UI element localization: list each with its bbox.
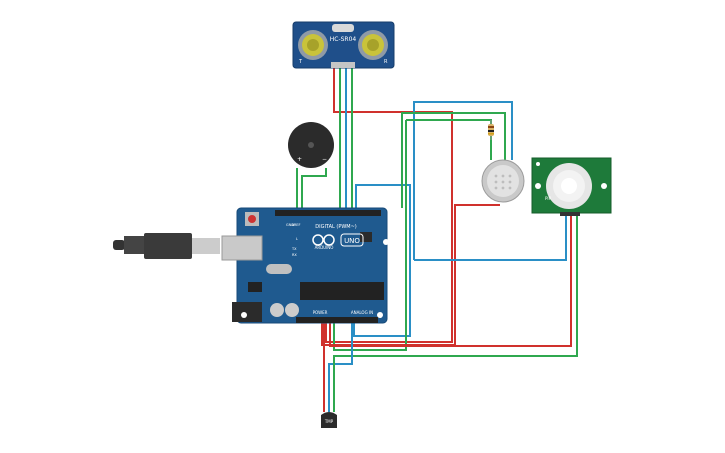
arduino-logo-text: ARDUINO bbox=[315, 245, 334, 250]
wire-ultrasonic-vcc bbox=[325, 68, 453, 343]
wire-pir-green bbox=[333, 215, 578, 360]
gas-sensor[interactable] bbox=[481, 159, 525, 203]
ultrasonic-model-label: HC-SR04 bbox=[330, 36, 357, 43]
ultrasonic-pin-r: R bbox=[384, 59, 388, 65]
buzzer-minus-label: − bbox=[322, 156, 327, 163]
wire-buzzer-minus bbox=[301, 168, 327, 208]
pir-label: PIR bbox=[545, 196, 552, 201]
resistor[interactable] bbox=[488, 120, 494, 140]
temperature-sensor[interactable]: TMP bbox=[321, 412, 337, 428]
buzzer-plus-label: + bbox=[297, 156, 302, 163]
arduino-power-header-label: POWER bbox=[313, 310, 328, 315]
wire-pir-red bbox=[329, 215, 572, 347]
arduino-led-rx-label: RX bbox=[292, 253, 297, 257]
arduino-digital-header-label: DIGITAL (PWM~) bbox=[315, 224, 357, 230]
wire-gas-green-b bbox=[406, 119, 492, 160]
wire-digital-blue bbox=[353, 184, 411, 337]
ultrasonic-sensor[interactable]: HC-SR04 T R bbox=[292, 21, 395, 69]
wire-gas-green-c bbox=[333, 120, 407, 351]
arduino-infinity-logo bbox=[312, 234, 335, 246]
arduino-led-tx-label: TX bbox=[291, 247, 297, 251]
usb-cable bbox=[113, 233, 220, 259]
arduino-model-label: UNO bbox=[344, 237, 360, 245]
wire-pir-blue bbox=[414, 215, 567, 261]
wires bbox=[296, 68, 578, 412]
wire-gas-green-a bbox=[401, 112, 506, 208]
tmp-label: TMP bbox=[324, 419, 334, 424]
wire-tmp-blue bbox=[328, 322, 353, 412]
arduino-gnd-label: GND bbox=[286, 223, 294, 227]
arduino-aref-label: AREF bbox=[291, 223, 300, 227]
pir-sensor[interactable]: PIR bbox=[531, 157, 612, 216]
arduino-uno-board[interactable]: DIGITAL (PWM~) ARDUINO UNO POWER ANALOG … bbox=[221, 207, 389, 324]
piezo-buzzer[interactable]: + − bbox=[288, 122, 334, 168]
wire-gas-blue bbox=[413, 101, 513, 260]
arduino-led-l-label: L bbox=[296, 237, 298, 241]
ultrasonic-pin-t: T bbox=[298, 59, 303, 65]
arduino-analog-header-label: ANALOG IN bbox=[351, 310, 373, 315]
